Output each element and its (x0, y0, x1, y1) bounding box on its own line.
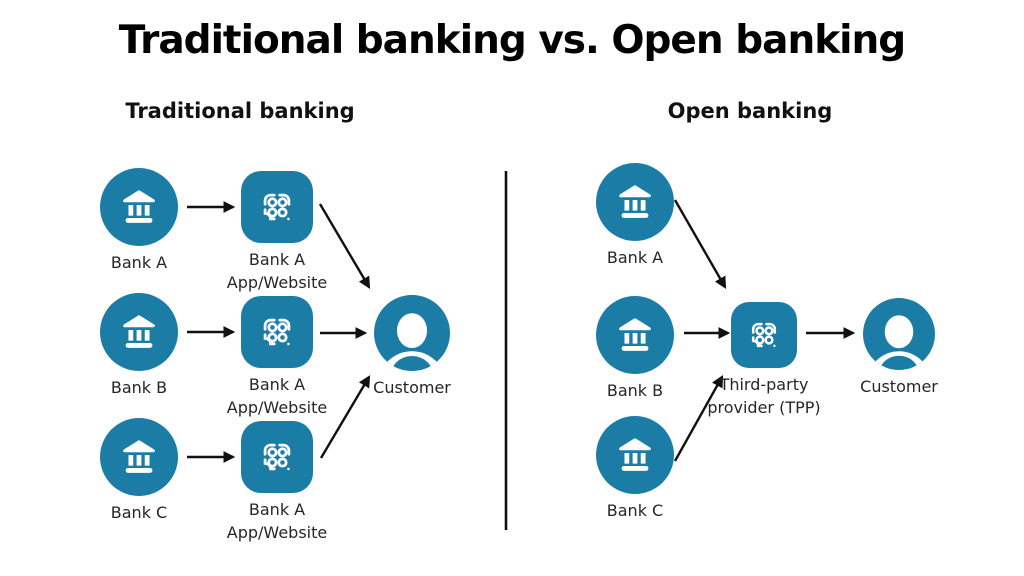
app-label-line1: Bank A (248, 250, 306, 269)
bank-label: Bank A (606, 248, 664, 267)
qr-app-icon (241, 421, 313, 493)
app-label-line2: App/Website (226, 272, 328, 292)
qr-app-icon (241, 171, 313, 243)
tpp-label-line2: provider (TPP) (707, 397, 821, 417)
app-label-line1: Bank A (248, 375, 306, 394)
customer-label: Customer (373, 378, 451, 397)
app-label: Bank A App/Website (227, 499, 327, 544)
bank-building-icon (596, 163, 674, 241)
qr-app-icon (731, 302, 797, 368)
node-tpp: Third-party provider (TPP) (694, 302, 834, 419)
node-traditional-bank-b: Bank B (69, 293, 209, 400)
app-label: Bank A App/Website (227, 374, 327, 419)
person-icon (863, 298, 935, 370)
node-app-website-1: Bank A App/Website (207, 171, 347, 294)
open-banking-heading: Open banking (667, 99, 833, 123)
tpp-label: Third-party provider (TPP) (707, 374, 820, 419)
node-traditional-bank-c: Bank C (69, 418, 209, 525)
bank-building-icon (100, 293, 178, 371)
node-open-bank-c: Bank C (565, 416, 705, 523)
app-label-line2: App/Website (226, 522, 328, 542)
node-traditional-customer: Customer (342, 295, 482, 400)
bank-label: Bank C (110, 503, 168, 522)
bank-building-icon (596, 296, 674, 374)
app-label-line2: App/Website (226, 397, 328, 417)
app-label-line1: Bank A (248, 500, 306, 519)
node-traditional-bank-a: Bank A (69, 168, 209, 275)
traditional-banking-heading: Traditional banking (125, 99, 355, 123)
bank-building-icon (596, 416, 674, 494)
bank-label: Bank A (110, 253, 168, 272)
tpp-label-line1: Third-party (719, 375, 809, 394)
customer-label: Customer (860, 377, 938, 396)
node-open-customer: Customer (829, 298, 969, 399)
node-open-bank-a: Bank A (565, 163, 705, 270)
bank-label: Bank C (606, 501, 664, 520)
node-app-website-3: Bank A App/Website (207, 421, 347, 544)
bank-label: Bank B (110, 378, 168, 397)
bank-building-icon (100, 418, 178, 496)
bank-label: Bank B (606, 381, 664, 400)
person-icon (374, 295, 450, 371)
bank-building-icon (100, 168, 178, 246)
qr-app-icon (241, 296, 313, 368)
app-label: Bank A App/Website (227, 249, 327, 294)
node-open-bank-b: Bank B (565, 296, 705, 403)
page-title: Traditional banking vs. Open banking (118, 18, 906, 63)
node-app-website-2: Bank A App/Website (207, 296, 347, 419)
